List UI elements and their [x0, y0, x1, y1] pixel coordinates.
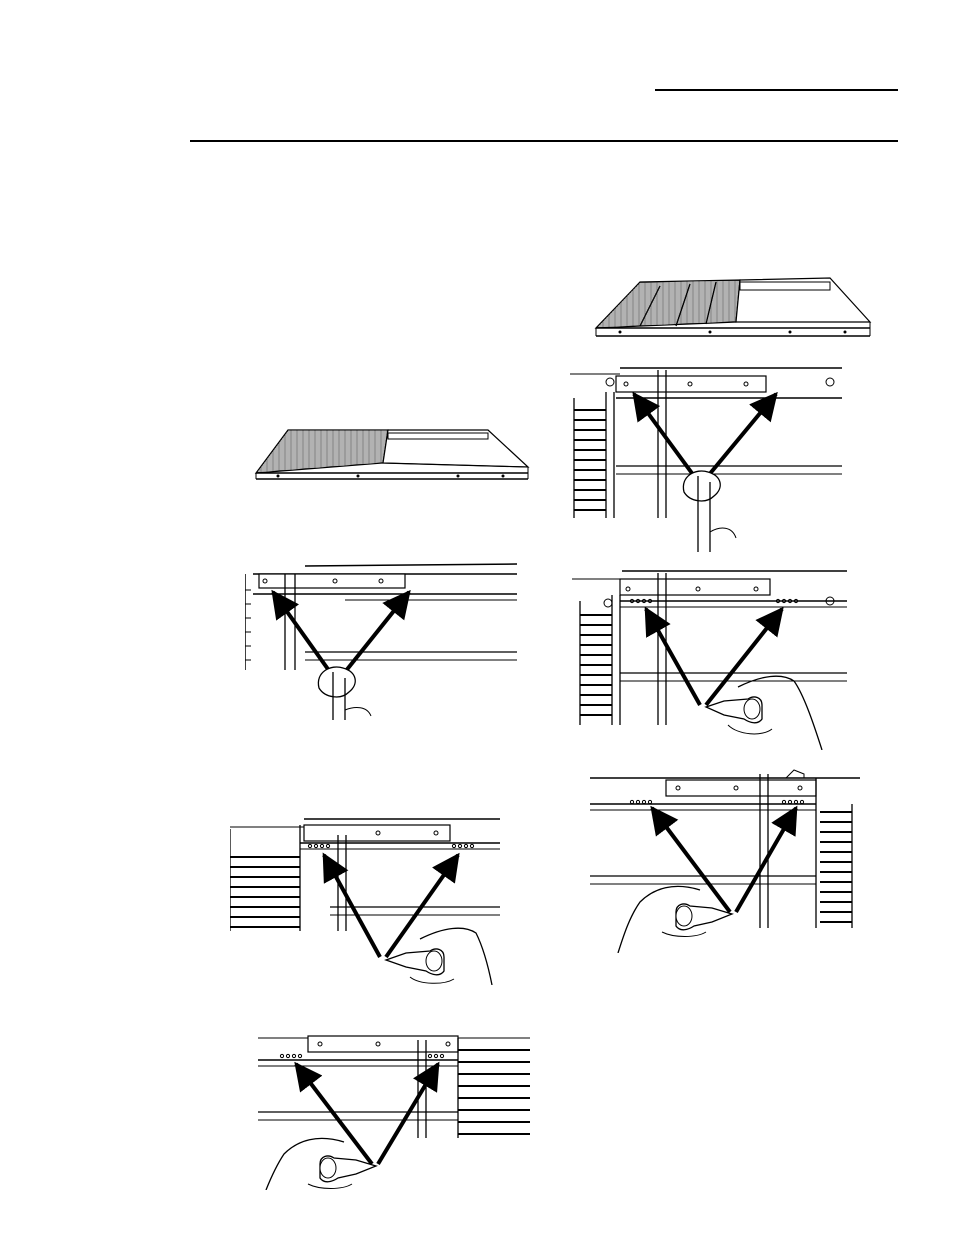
lubricate-rail-right-second-illustration: [590, 768, 860, 953]
header-full-rule: [190, 140, 898, 142]
wipe-rail-right-illustration: [570, 362, 842, 552]
drawer-slide-illustration: [248, 425, 530, 485]
drawer-slide-right-illustration: [590, 272, 880, 342]
lubricate-rail-second-illustration: [258, 1030, 530, 1190]
lubricate-rail-right-illustration: [572, 565, 847, 750]
lubricate-rail-illustration: [230, 815, 500, 985]
wipe-rail-illustration: [245, 560, 517, 720]
header-short-rule: [655, 89, 898, 91]
